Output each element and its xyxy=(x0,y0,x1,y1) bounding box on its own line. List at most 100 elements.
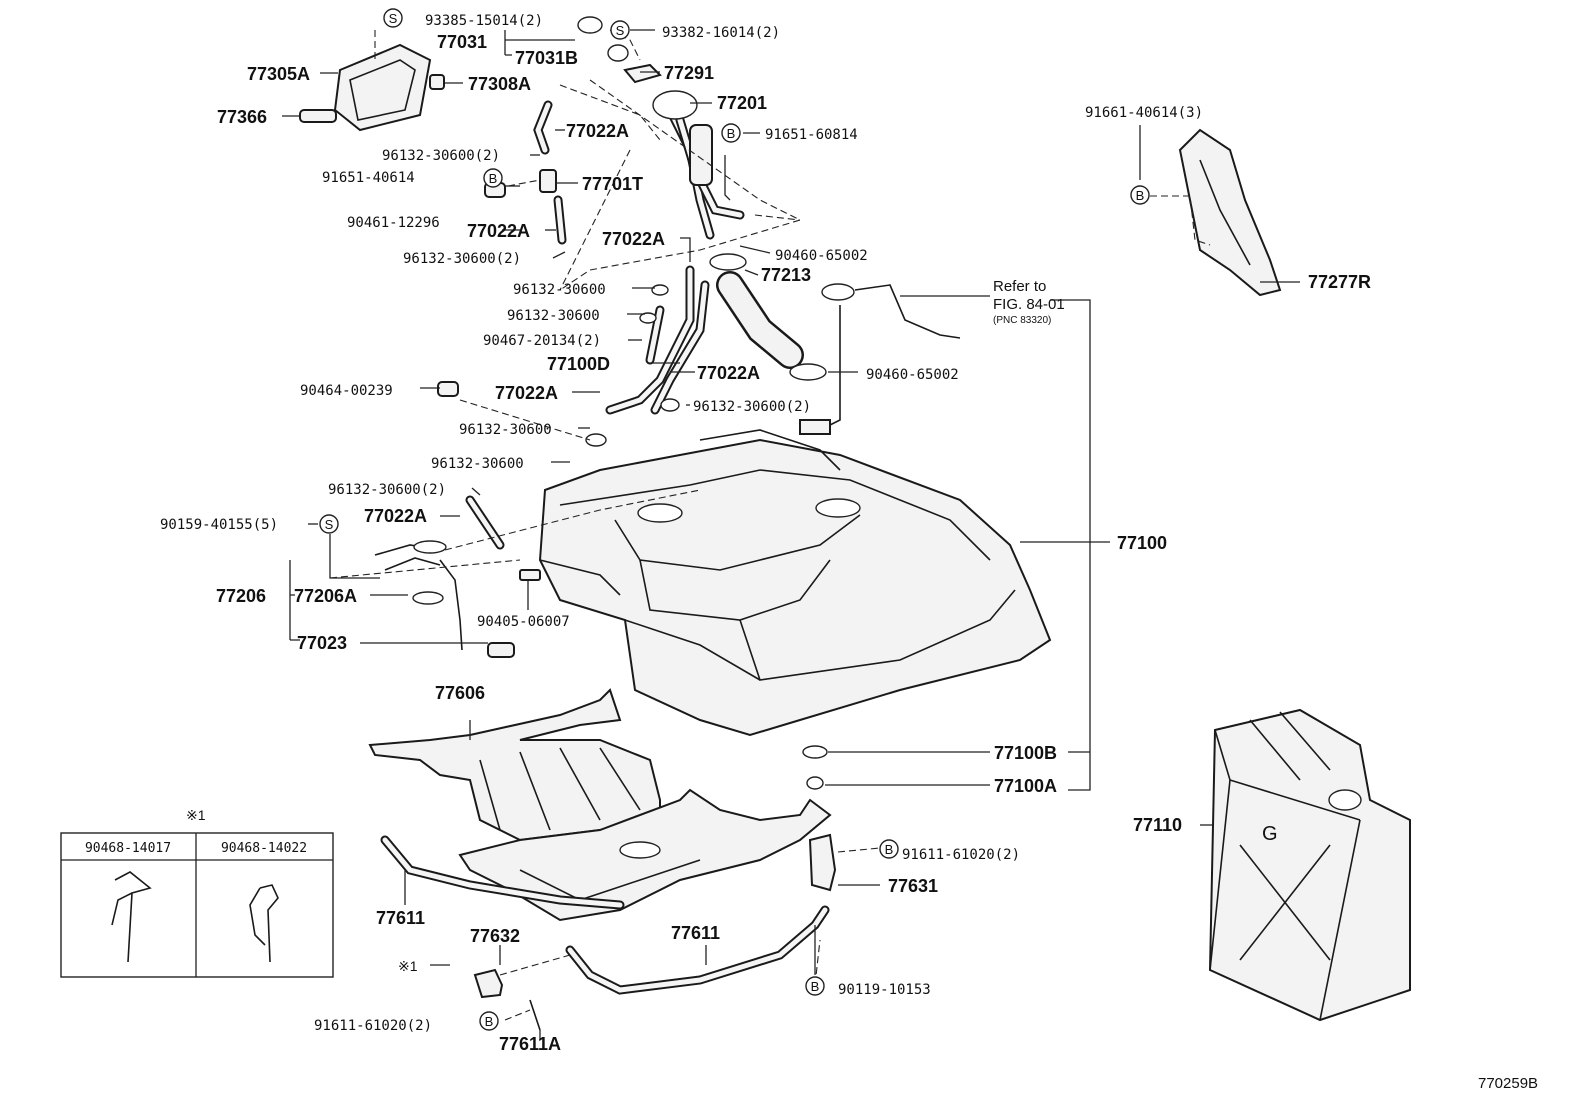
label-90461-12296: 90461-12296 xyxy=(347,215,440,231)
svg-text:B: B xyxy=(727,126,736,141)
label-90464-00239: 90464-00239 xyxy=(300,383,393,399)
inset-col2-header: 90468-14022 xyxy=(221,841,307,856)
refer-line-3: (PNC 83320) xyxy=(993,315,1051,326)
svg-text:B: B xyxy=(811,979,820,994)
filler-hose-77213 xyxy=(716,271,804,369)
b-symbol-5: B xyxy=(805,976,825,996)
callout-symbols: S S S B B B B B B xyxy=(319,8,1150,1031)
fuel-sender-gauge xyxy=(799,283,961,435)
label-77701T: 77701T xyxy=(582,174,643,194)
label-91611-61020-a: 91611-61020(2) xyxy=(902,847,1020,863)
b-symbol-6: B xyxy=(479,1011,499,1031)
label-90405-06007: 90405-06007 xyxy=(477,614,570,630)
label-96132-30600-e: 96132-30600(2) xyxy=(693,399,811,415)
svg-text:S: S xyxy=(325,517,334,532)
svg-text:S: S xyxy=(616,23,625,38)
svg-text:B: B xyxy=(489,171,498,186)
label-77022A-4: 77022A xyxy=(697,363,760,383)
label-96132-30600-c: 96132-30600 xyxy=(513,282,606,298)
label-77031: 77031 xyxy=(437,32,487,52)
label-77206: 77206 xyxy=(216,586,266,606)
refer-line-2: FIG. 84-01 xyxy=(993,296,1065,313)
label-77031B: 77031B xyxy=(515,48,578,68)
svg-text:B: B xyxy=(885,842,894,857)
clip-90468-14022-drawing xyxy=(249,884,279,963)
label-91611-61020-b: 91611-61020(2) xyxy=(314,1018,432,1034)
label-93382-16014: 93382-16014(2) xyxy=(662,25,780,41)
label-90460-65002-a: 90460-65002 xyxy=(775,248,868,264)
leader-lines xyxy=(282,29,1300,1040)
label-77305A: 77305A xyxy=(247,64,310,84)
label-77632: 77632 xyxy=(470,926,520,946)
label-77100D: 77100D xyxy=(547,354,610,374)
label-96132-30600-a: 96132-30600(2) xyxy=(382,148,500,164)
label-77366: 77366 xyxy=(217,107,267,127)
protector-77606 xyxy=(368,688,661,842)
breather-hoses xyxy=(465,100,710,550)
label-90460-65002-b: 90460-65002 xyxy=(866,367,959,383)
refer-note: Refer to FIG. 84-01 (PNC 83320) xyxy=(993,278,1065,326)
label-77022A-5: 77022A xyxy=(495,383,558,403)
label-96132-30600-d: 96132-30600 xyxy=(507,308,600,324)
label-77022A-2: 77022A xyxy=(467,221,530,241)
label-90119-10153: 90119-10153 xyxy=(838,982,931,998)
label-91661-40614: 91661-40614(3) xyxy=(1085,105,1203,121)
hose-clamp-lower xyxy=(789,363,827,381)
label-91651-60814: 91651-60814 xyxy=(765,127,858,143)
inset-table: ※1 90468-14017 90468-14022 xyxy=(60,807,334,978)
protector-77277R xyxy=(1178,128,1282,297)
label-77631: 77631 xyxy=(888,876,938,896)
label-90159-40155: 90159-40155(5) xyxy=(160,517,278,533)
label-77206A: 77206A xyxy=(294,586,357,606)
label-77291: 77291 xyxy=(664,63,714,83)
jerrycan-77110 xyxy=(1208,708,1411,1022)
label-77100A: 77100A xyxy=(994,776,1057,796)
fuel-tank xyxy=(538,429,1052,737)
label-77100: 77100 xyxy=(1117,533,1167,553)
clip-90468-14017-drawing xyxy=(111,871,152,963)
svg-text:B: B xyxy=(1136,188,1145,203)
s-symbol-2: S xyxy=(610,20,630,40)
label-77022A-3: 77022A xyxy=(602,229,665,249)
tank-band-right xyxy=(565,905,830,995)
label-77110: 77110 xyxy=(1133,815,1182,835)
underbody-plate xyxy=(458,788,832,922)
pump-assembly-77206 xyxy=(374,540,515,658)
cover-plate-77305A xyxy=(333,43,432,132)
label-77611-b: 77611 xyxy=(671,923,720,943)
label-91651-40614: 91651-40614 xyxy=(322,170,415,186)
label-77100B: 77100B xyxy=(994,743,1057,763)
label-90467-20134: 90467-20134(2) xyxy=(483,333,601,349)
bracket-77632 xyxy=(473,968,504,999)
b-symbol-3: B xyxy=(1130,185,1150,205)
label-77611-a: 77611 xyxy=(376,908,425,928)
small-fittings xyxy=(299,16,828,790)
label-77611A: 77611A xyxy=(499,1034,561,1054)
bolt-77611A xyxy=(529,999,541,1031)
label-77277R: 77277R xyxy=(1308,272,1371,292)
ref-mark-small: ※1 xyxy=(398,958,418,974)
label-96132-30600-h: 96132-30600(2) xyxy=(328,482,446,498)
diagram-code: 770259B xyxy=(1478,1075,1538,1092)
label-77201: 77201 xyxy=(717,93,767,113)
jerrycan-marking: G xyxy=(1262,823,1278,845)
hose-clamp-upper xyxy=(709,253,747,271)
b-symbol-1: B xyxy=(721,123,741,143)
dashed-guide-lines xyxy=(329,29,1211,1021)
s-symbol-3: S xyxy=(319,514,339,534)
label-96132-30600-f: 96132-30600 xyxy=(459,422,552,438)
label-96132-30600-g: 96132-30600 xyxy=(431,456,524,472)
svg-text:S: S xyxy=(389,11,398,26)
label-77022A-6: 77022A xyxy=(364,506,427,526)
part-labels: 93385-15014(2) 93382-16014(2) 77031 7703… xyxy=(160,13,1371,1054)
label-77022A-1: 77022A xyxy=(566,121,629,141)
label-93385-15014: 93385-15014(2) xyxy=(425,13,543,29)
s-symbol-1: S xyxy=(383,8,403,28)
inset-mark: ※1 xyxy=(186,807,206,823)
svg-text:B: B xyxy=(485,1014,494,1029)
label-77023: 77023 xyxy=(297,633,347,653)
label-77606: 77606 xyxy=(435,683,485,703)
refer-line-1: Refer to xyxy=(993,278,1046,295)
